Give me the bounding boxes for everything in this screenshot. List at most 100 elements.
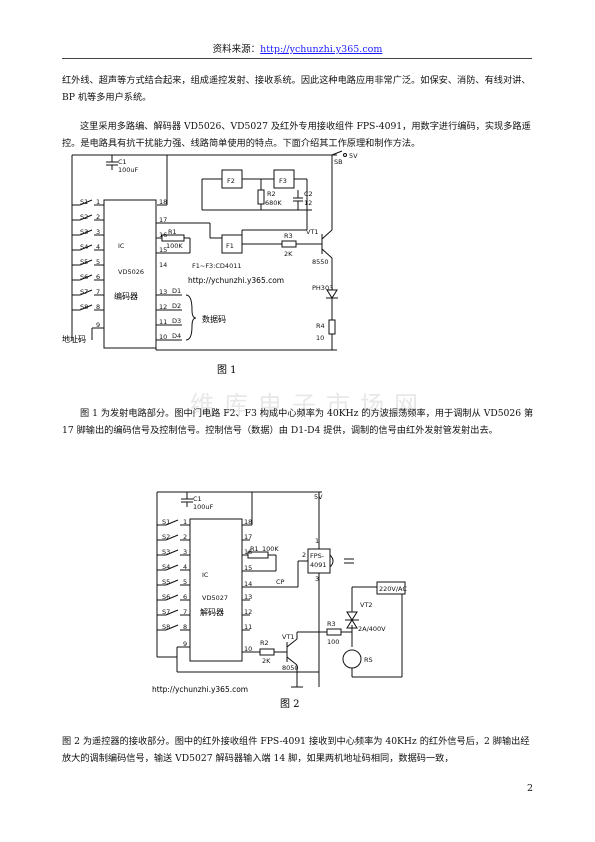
pin-number: 11: [159, 318, 167, 326]
page-header: 资料来源：http://ychunzhi.y365.com: [0, 41, 595, 55]
rs-label: RS: [364, 656, 373, 664]
pin-number: 8: [96, 303, 100, 311]
pin-number: 5: [183, 578, 187, 586]
r2-value: 2K: [262, 657, 271, 665]
v5-label: 5V: [349, 152, 358, 160]
r1-label: R1: [168, 228, 177, 236]
transistor-label: 8050: [282, 664, 299, 672]
switch-label: S1: [80, 198, 88, 206]
switch-label: S7: [162, 608, 170, 616]
ic-label: IC: [118, 242, 125, 250]
r2-label: R2: [267, 190, 276, 198]
pin-number: 2: [183, 533, 187, 541]
left-pin-numbers: 1 2 3 4 5 6 7 8 9: [183, 518, 187, 648]
gate-note: F1~F3:CD4011: [192, 262, 241, 270]
pin-number: 10: [159, 333, 167, 341]
fig2-url: http://ychunzhi.y365.com: [152, 685, 248, 694]
chip-label: VD5026: [118, 268, 144, 276]
fig1-url: http://ychunzhi.y365.com: [188, 276, 284, 285]
c1-value: 100uF: [193, 503, 214, 511]
data-pin-label: D1: [172, 287, 181, 295]
vt1-label: VT1: [282, 633, 295, 641]
right-pin-numbers: 18 17 16 15 14 13 12 11 10: [159, 198, 167, 341]
c1-label: C1: [118, 158, 127, 166]
data-pin-label: D2: [172, 302, 181, 310]
f2-label: F2: [227, 177, 235, 185]
pin-number: 15: [159, 246, 167, 254]
fps-pin-1: 1: [315, 537, 319, 545]
paragraph-3: 图 1 为发射电路部分。图中门电路 F2、F3 构成中心频率为 40KHz 的方…: [62, 408, 534, 436]
pin-number: 7: [96, 288, 100, 296]
switch-label: S2: [162, 533, 170, 541]
pin-number: 17: [159, 216, 167, 224]
address-code-label: 地址码: [62, 334, 86, 344]
switch-label: S4: [162, 563, 170, 571]
pin-number: 3: [183, 548, 187, 556]
switch-label: S8: [80, 303, 88, 311]
pin-number: 9: [96, 321, 100, 329]
fps-pin-3: 3: [315, 575, 319, 583]
pin-number: 13: [159, 288, 167, 296]
r4-label: R4: [316, 322, 325, 330]
figure-1-caption: 图 1: [217, 364, 237, 375]
pin-number: 18: [159, 198, 167, 206]
pin-number: 10: [244, 645, 252, 653]
f3-label: F3: [279, 177, 287, 185]
data-pin-labels: D1 D2 D3 D4: [172, 287, 181, 340]
fps-number: 4091: [310, 561, 327, 569]
right-pin-numbers: 18 17 16 15 14 13 12 11 10: [244, 518, 252, 653]
switch-label: S3: [80, 228, 88, 236]
paragraph-2: 这里采用多路编、解码器 VD5026、VD5027 及红外专用接收组件 FPS-…: [62, 121, 531, 149]
pin-number: 4: [96, 243, 100, 251]
r3-label: R3: [327, 620, 336, 628]
switch-label: S8: [162, 623, 170, 631]
triac-label: 2A/400V: [358, 625, 386, 633]
r1-value: 100K: [166, 242, 183, 250]
r4-value: 10: [316, 334, 324, 342]
encoder-label: 编码器: [114, 291, 138, 301]
pin-number: 17: [244, 533, 252, 541]
pin-number: 1: [183, 518, 187, 526]
data-code-label: 数据码: [202, 314, 226, 324]
data-pin-label: D4: [172, 332, 181, 340]
pin-number: 15: [244, 564, 252, 572]
led-label: PH303: [312, 284, 333, 292]
pin-number: 7: [183, 608, 187, 616]
f1-label: F1: [226, 242, 234, 250]
pin-number: 4: [183, 563, 187, 571]
pin-number: 16: [244, 548, 252, 556]
r2-label: R2: [260, 639, 269, 647]
cp-label: CP: [276, 578, 285, 586]
switch-labels: S1 S2 S3 S4 S5 S6 S7 S8: [80, 198, 88, 311]
figure-2-caption: 图 2: [280, 698, 300, 710]
pin-number: 14: [159, 261, 167, 269]
switch-label: S6: [80, 273, 88, 281]
v5-label: 5V: [314, 493, 323, 501]
paragraph-4: 图 2 为遥控器的接收部分。图中的红外接收组件 FPS-4091 接收到中心频率…: [62, 736, 530, 764]
pin-number: 2: [96, 213, 100, 221]
switch-label: S5: [162, 578, 170, 586]
c2-label: C2: [304, 190, 313, 198]
header-link[interactable]: http://ychunzhi.y365.com: [260, 44, 383, 55]
pin-number: 13: [244, 593, 252, 601]
switch-label: S7: [80, 288, 88, 296]
switch-labels: S1 S2 S3 S4 S5 S6 S7 S8: [162, 518, 170, 631]
figure-2-receiver-circuit: C1 100uF 5V IC VD5027 R1 100K CP FPS- 40…: [152, 491, 407, 710]
page-number: 2: [526, 783, 533, 794]
pin-number: 11: [244, 623, 252, 631]
pin-number: 6: [96, 273, 100, 281]
switch-label: S3: [162, 548, 170, 556]
pin-number: 6: [183, 593, 187, 601]
sb-label: SB: [334, 158, 343, 166]
c1-value: 100uF: [118, 166, 139, 174]
switch-label: S4: [80, 243, 88, 251]
ic-label: IC: [202, 571, 209, 579]
watermark: 维库电子市场网: [190, 391, 428, 419]
pin-number: 14: [244, 580, 252, 588]
header-rule: [62, 58, 532, 59]
pin-number: 1: [96, 198, 100, 206]
paragraph-1: 红外线、超声等方式结合起来，组成遥控发射、接收系统。因此这种电路应用非常广泛。如…: [62, 75, 531, 103]
pin-number: 16: [159, 231, 167, 239]
data-pin-label: D3: [172, 317, 181, 325]
pin-number: 5: [96, 258, 100, 266]
